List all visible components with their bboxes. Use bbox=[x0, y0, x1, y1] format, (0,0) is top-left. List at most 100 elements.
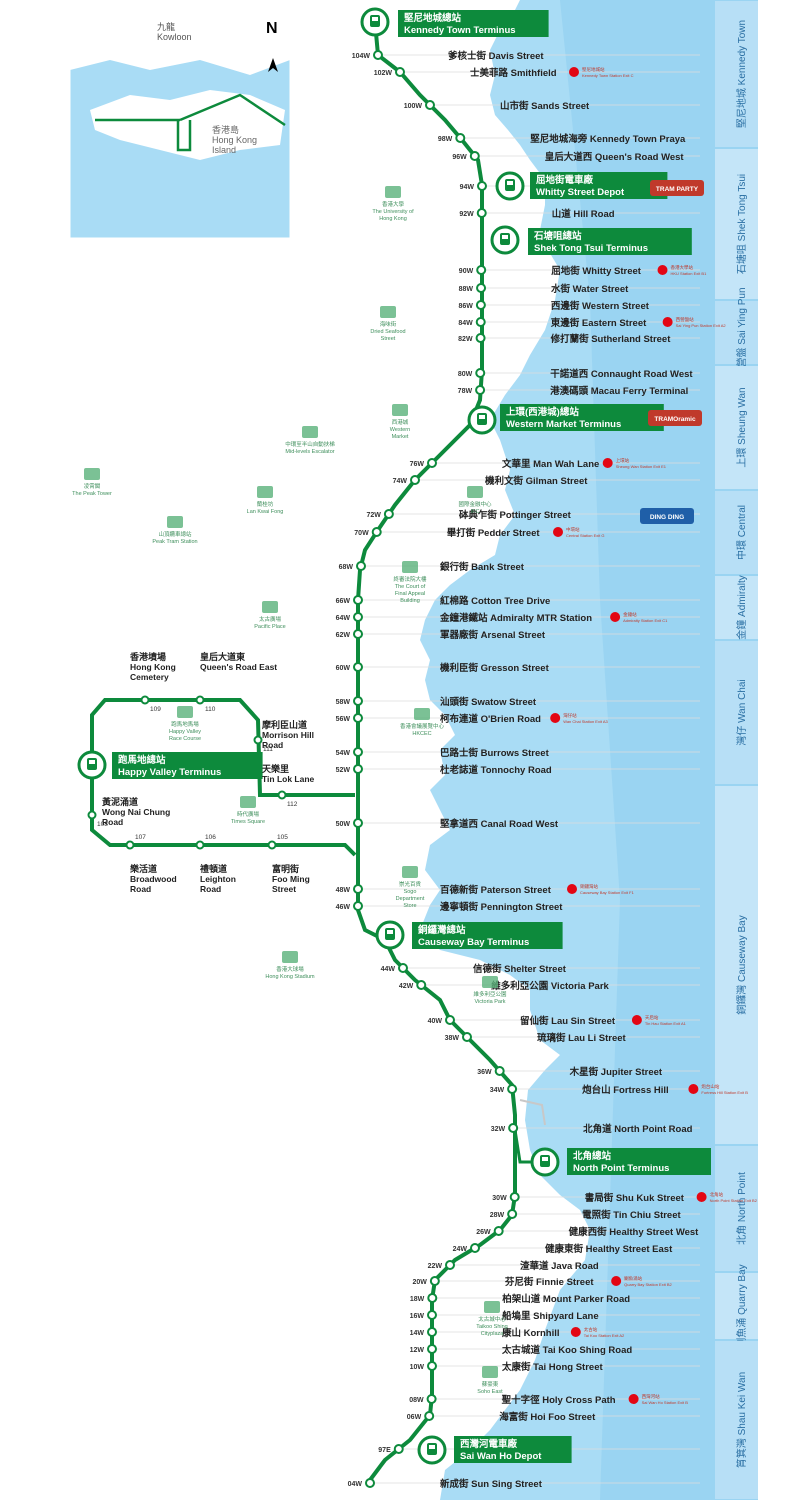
landmark-icon bbox=[84, 468, 100, 480]
main-tram-line bbox=[356, 21, 517, 1482]
landmark-icon bbox=[380, 306, 396, 318]
landmark-zh: 凌霄閣 bbox=[84, 482, 101, 490]
terminus-name-zh: 屈地街電車廠 bbox=[536, 174, 594, 186]
stop-name: 信德街 Shelter Street bbox=[473, 963, 567, 975]
terminus-name-zh: 上環(西港城)總站 bbox=[506, 406, 579, 418]
north-arrow-icon bbox=[268, 58, 278, 72]
loop-stop-zh: 摩利臣山道 bbox=[262, 719, 307, 730]
loop-stop-code: 107 bbox=[135, 834, 146, 841]
landmark-en1: Hong Kong Stadium bbox=[265, 974, 315, 980]
terminus-name-zh: 西灣河電車廠 bbox=[460, 1438, 518, 1450]
stop-name: 水街 Water Street bbox=[551, 283, 629, 295]
stop-name: 堅拿道西 Canal Road West bbox=[440, 818, 559, 830]
loop-stop-en1: Queen's Road East bbox=[200, 662, 277, 672]
landmark-en2: Cityplaza bbox=[481, 1331, 505, 1337]
landmark-icon bbox=[414, 708, 430, 720]
stop-code: 102W bbox=[374, 70, 393, 77]
promo-badge: DING DING bbox=[640, 508, 694, 524]
stop-code: 104W bbox=[352, 53, 371, 60]
mtr-station-zh: 香港大學站 bbox=[671, 264, 694, 271]
stop-dot bbox=[476, 181, 487, 191]
stop-name: 康山 Kornhill bbox=[501, 1327, 560, 1339]
stop-code: 84W bbox=[458, 320, 473, 327]
stop-code: 76W bbox=[410, 461, 425, 468]
district-band: 鰂魚涌 Quarry Bay bbox=[715, 1264, 758, 1348]
stop-dot bbox=[445, 1015, 455, 1025]
svg-text:DING DING: DING DING bbox=[650, 514, 684, 521]
loop-stop-en2: Road bbox=[262, 740, 283, 750]
landmark-en2: Street bbox=[381, 336, 396, 342]
stop-dot bbox=[475, 300, 486, 310]
mtr-icon bbox=[662, 317, 673, 327]
stop-dot bbox=[509, 1192, 520, 1202]
landmark-icon bbox=[402, 866, 418, 878]
